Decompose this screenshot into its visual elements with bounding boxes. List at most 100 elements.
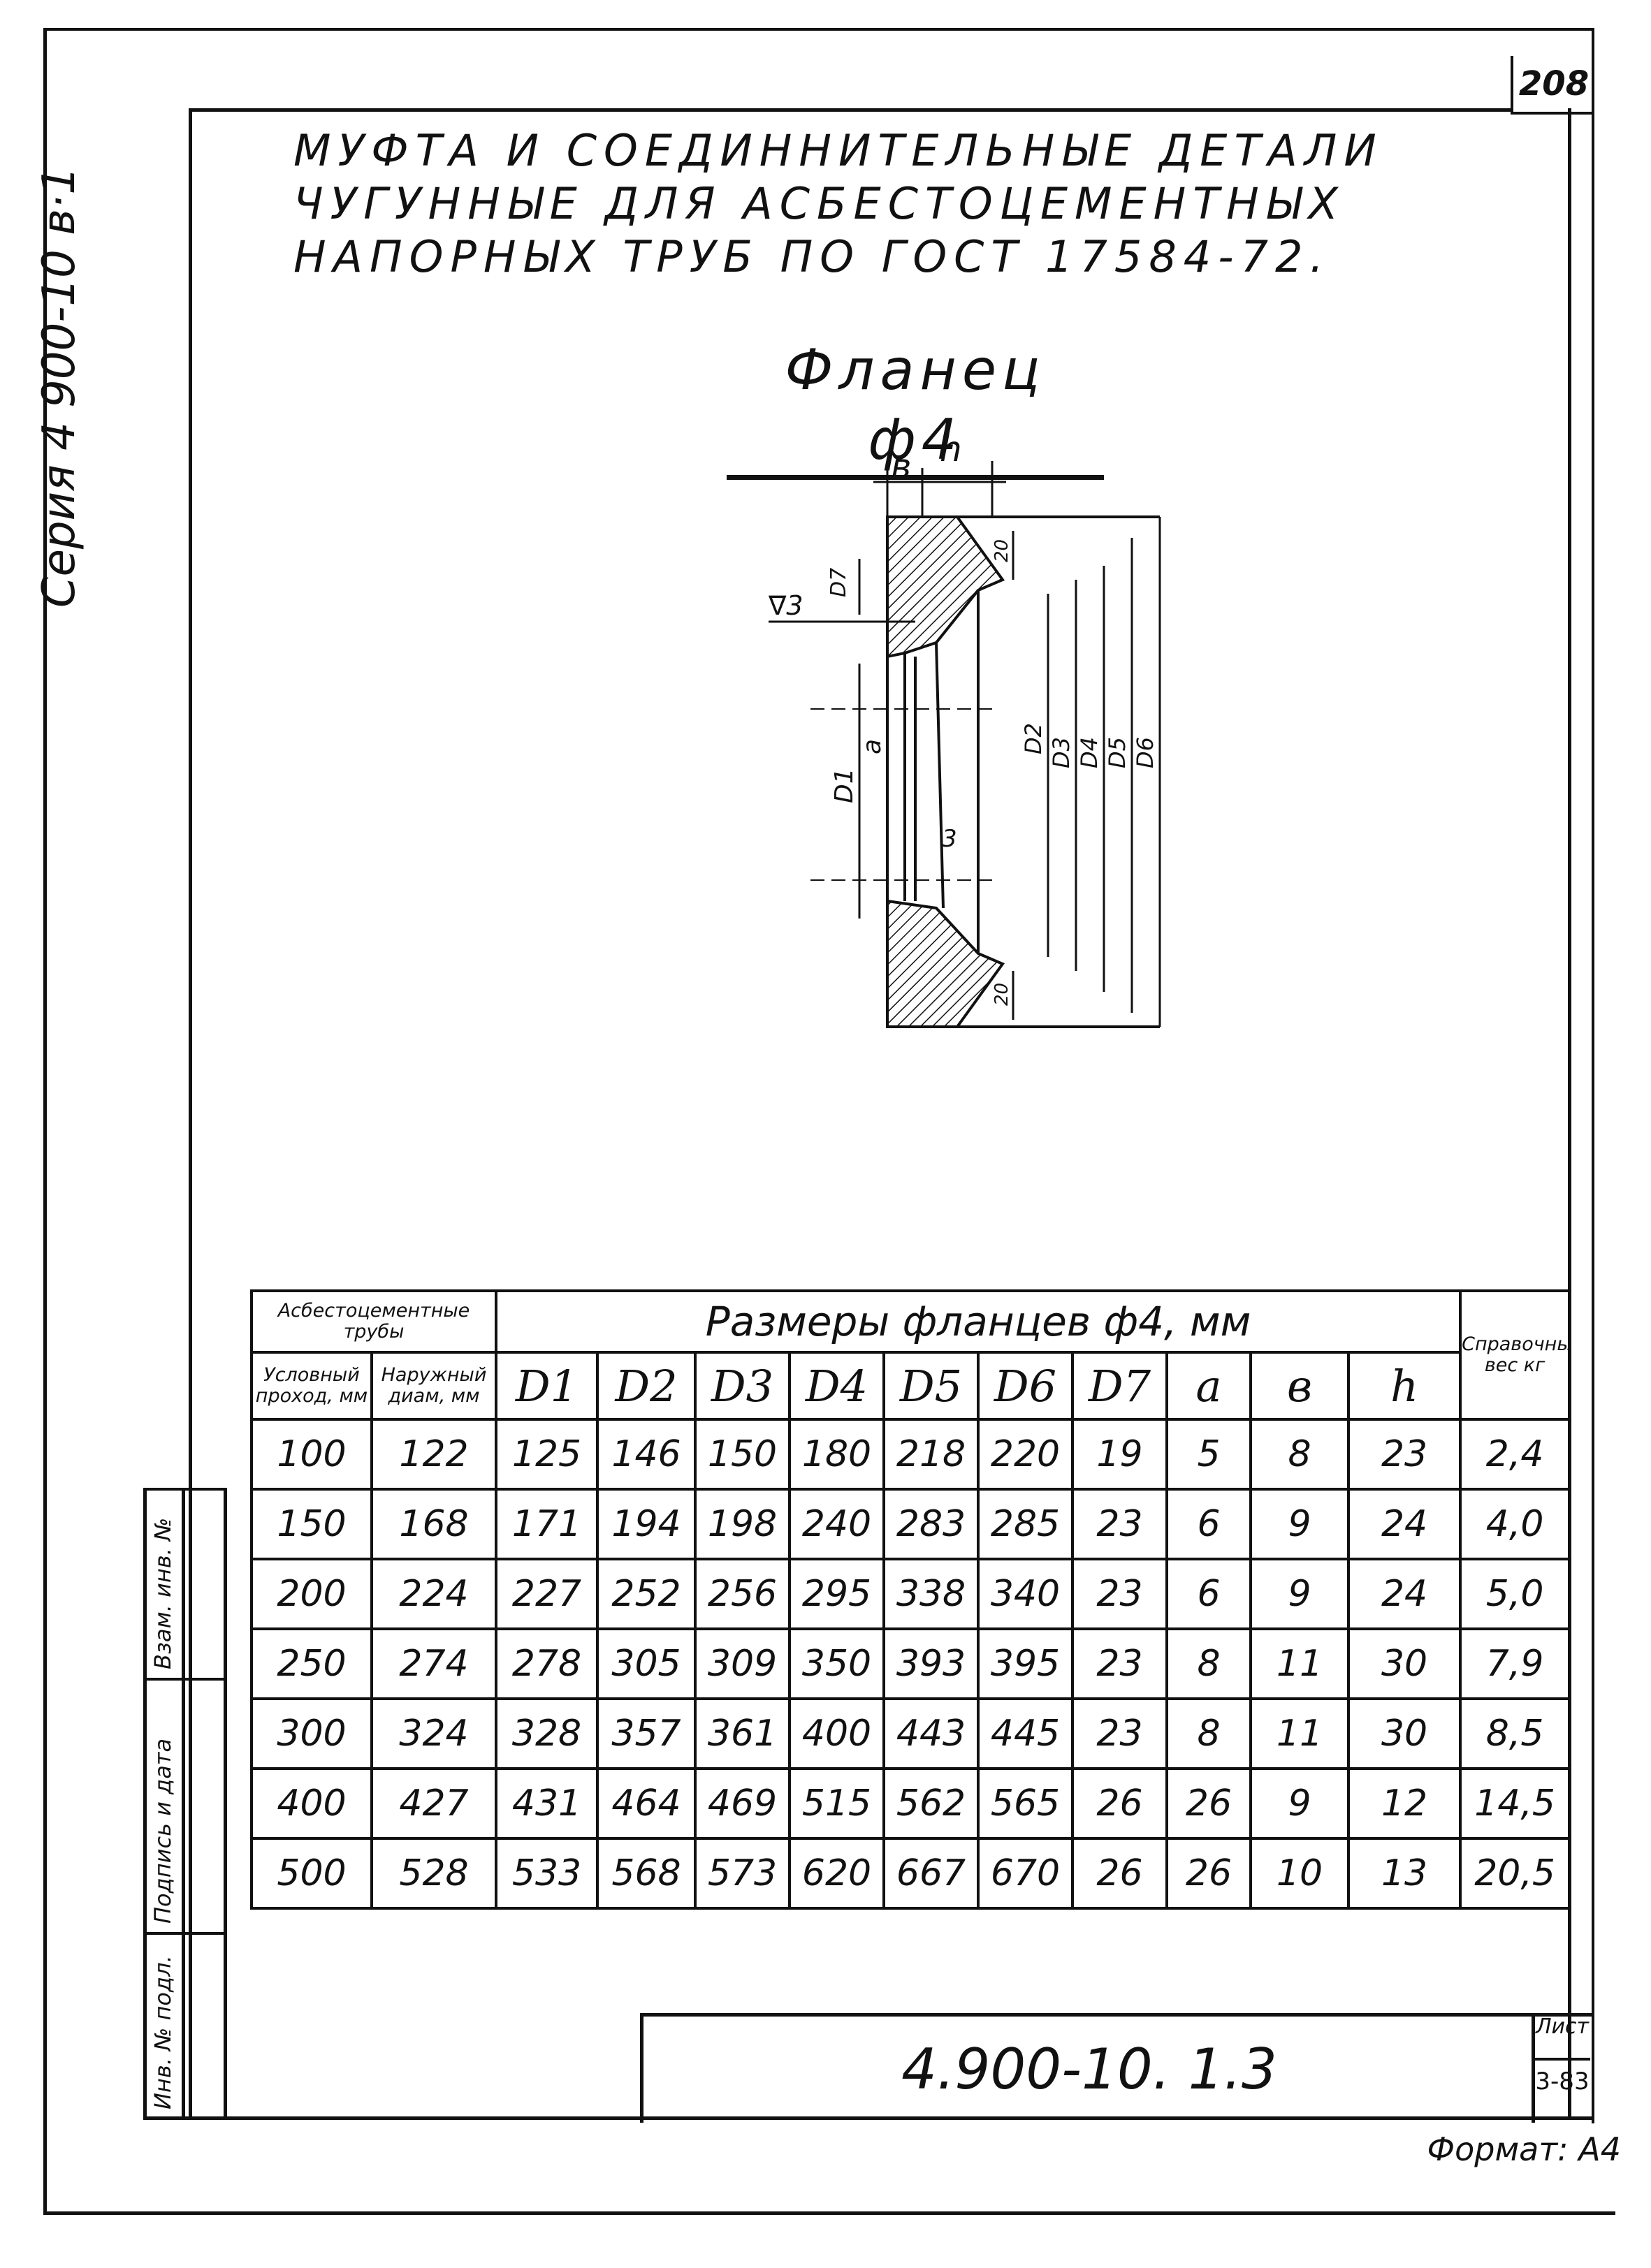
sheet-number: 208 bbox=[1511, 56, 1594, 115]
dim-label-d6: D6 bbox=[1132, 737, 1158, 768]
table-cell: 395 bbox=[977, 1627, 1074, 1700]
col-header-d3: D3 bbox=[694, 1351, 791, 1421]
side-label-inv-replace: Взам. инв. № bbox=[150, 1517, 176, 1669]
inner-frame-top bbox=[189, 108, 1513, 112]
table-cell: 227 bbox=[495, 1558, 599, 1630]
table-cell: 2,4 bbox=[1459, 1418, 1571, 1491]
table-cell: 171 bbox=[495, 1488, 599, 1560]
side-strip-divider-2 bbox=[143, 1932, 227, 1935]
group-header-weight: Справочный вес кг bbox=[1459, 1289, 1571, 1421]
col-header-b: в bbox=[1249, 1351, 1350, 1421]
table-cell: 500 bbox=[250, 1837, 373, 1910]
table-cell: 431 bbox=[495, 1767, 599, 1840]
table-cell: 100 bbox=[250, 1418, 373, 1491]
side-label-sign-date: Подпись и дата bbox=[150, 1738, 176, 1924]
table-cell: 220 bbox=[977, 1418, 1074, 1491]
table-cell: 274 bbox=[370, 1627, 497, 1700]
dim-label-d1: D1 bbox=[830, 768, 859, 803]
col-header-d1: D1 bbox=[495, 1351, 599, 1421]
title-block-doc-code: 4.900-10. 1.3 bbox=[640, 2013, 1535, 2123]
table-cell: 328 bbox=[495, 1697, 599, 1770]
table-cell: 198 bbox=[694, 1488, 791, 1560]
table-cell: 393 bbox=[882, 1627, 980, 1700]
side-label-inv-orig: Инв. № подл. bbox=[150, 1955, 176, 2109]
side-strip-left bbox=[143, 1488, 147, 2120]
table-cell: 533 bbox=[495, 1837, 599, 1910]
group-header-pipes: Асбестоцементные трубы bbox=[250, 1289, 497, 1354]
table-cell: 224 bbox=[370, 1558, 497, 1630]
col-header-a: a bbox=[1165, 1351, 1252, 1421]
table-cell: 200 bbox=[250, 1558, 373, 1630]
table-cell: 256 bbox=[694, 1558, 791, 1630]
table-cell: 26 bbox=[1165, 1767, 1252, 1840]
table-row: 500 528 533 568 573 620 667 670 26 26 10… bbox=[250, 1837, 1571, 1910]
outer-frame-top bbox=[43, 28, 1594, 31]
drawing-title: Фланец ф4 bbox=[727, 335, 1104, 480]
side-strip-right bbox=[224, 1488, 227, 2120]
table-cell: 150 bbox=[694, 1418, 791, 1491]
table-cell: 26 bbox=[1071, 1767, 1168, 1840]
series-side-text: Серия 4 900-10 в·1 bbox=[34, 166, 85, 608]
table-row: 200 224 227 252 256 295 338 340 23 6 9 2… bbox=[250, 1558, 1571, 1630]
table-cell: 324 bbox=[370, 1697, 497, 1770]
col-header-d6: D6 bbox=[977, 1351, 1074, 1421]
dim-label-cast: ∇3 bbox=[769, 590, 803, 621]
table-cell: 562 bbox=[882, 1767, 980, 1840]
table-cell: 573 bbox=[694, 1837, 791, 1910]
table-cell: 670 bbox=[977, 1837, 1074, 1910]
table-cell: 568 bbox=[596, 1837, 697, 1910]
outer-frame-bottom bbox=[43, 2211, 1615, 2215]
table-cell: 23 bbox=[1071, 1697, 1168, 1770]
table-cell: 26 bbox=[1071, 1837, 1168, 1910]
table-cell: 250 bbox=[250, 1627, 373, 1700]
table-cell: 24 bbox=[1346, 1488, 1462, 1560]
table-cell: 12 bbox=[1346, 1767, 1462, 1840]
table-cell: 23 bbox=[1071, 1558, 1168, 1630]
table-cell: 464 bbox=[596, 1767, 697, 1840]
table-cell: 180 bbox=[788, 1418, 885, 1491]
dim-label-d3: D3 bbox=[1048, 737, 1075, 768]
dim-label-d5: D5 bbox=[1104, 737, 1130, 768]
table-cell: 23 bbox=[1071, 1488, 1168, 1560]
table-cell: 283 bbox=[882, 1488, 980, 1560]
table-cell: 667 bbox=[882, 1837, 980, 1910]
table-cell: 443 bbox=[882, 1697, 980, 1770]
table-cell: 515 bbox=[788, 1767, 885, 1840]
table-cell: 400 bbox=[250, 1767, 373, 1840]
table-cell: 6 bbox=[1165, 1488, 1252, 1560]
dim-label-angle-top: 20 bbox=[991, 539, 1012, 562]
table-cell: 350 bbox=[788, 1627, 885, 1700]
outer-frame-right bbox=[1592, 28, 1594, 2123]
list-box-divider bbox=[1532, 2058, 1590, 2061]
col-header-h: h bbox=[1346, 1351, 1462, 1421]
top-flange-hatch bbox=[886, 515, 1005, 659]
side-strip-inner bbox=[182, 1488, 185, 2120]
format-note: Формат: А4 bbox=[1427, 2130, 1621, 2168]
table-cell: 427 bbox=[370, 1767, 497, 1840]
table-cell: 8,5 bbox=[1459, 1697, 1571, 1770]
flange-section-drawing: в h D7 ∇3 D1 a D2 D3 D4 D5 D6 20 20 3 bbox=[769, 429, 1161, 1028]
table-cell: 252 bbox=[596, 1558, 697, 1630]
table-cell: 565 bbox=[977, 1767, 1074, 1840]
table-cell: 150 bbox=[250, 1488, 373, 1560]
table-cell: 357 bbox=[596, 1697, 697, 1770]
table-cell: 168 bbox=[370, 1488, 497, 1560]
table-cell: 5 bbox=[1165, 1418, 1252, 1491]
dim-label-h: h bbox=[940, 429, 962, 469]
inner-frame-bottom bbox=[143, 2116, 1592, 2120]
table-cell: 30 bbox=[1346, 1697, 1462, 1770]
col-header-outer: Наружный диам, мм bbox=[370, 1351, 497, 1421]
table-cell: 26 bbox=[1165, 1837, 1252, 1910]
table-row: 100 122 125 146 150 180 218 220 19 5 8 2… bbox=[250, 1418, 1571, 1491]
col-header-d2: D2 bbox=[596, 1351, 697, 1421]
table-cell: 14,5 bbox=[1459, 1767, 1571, 1840]
table-cell: 11 bbox=[1249, 1627, 1350, 1700]
table-cell: 338 bbox=[882, 1558, 980, 1630]
document-title: Муфта и соединнительные детали чугунные … bbox=[293, 125, 1383, 282]
table-cell: 8 bbox=[1165, 1697, 1252, 1770]
group-header-sizes: Размеры фланцев ф4, мм bbox=[494, 1289, 1462, 1354]
flange-dimensions-table: Асбестоцементные трубы Размеры фланцев ф… bbox=[250, 1289, 1571, 1910]
table-cell: 19 bbox=[1071, 1418, 1168, 1491]
dim-label-angle-bottom: 20 bbox=[991, 983, 1012, 1006]
table-cell: 5,0 bbox=[1459, 1558, 1571, 1630]
